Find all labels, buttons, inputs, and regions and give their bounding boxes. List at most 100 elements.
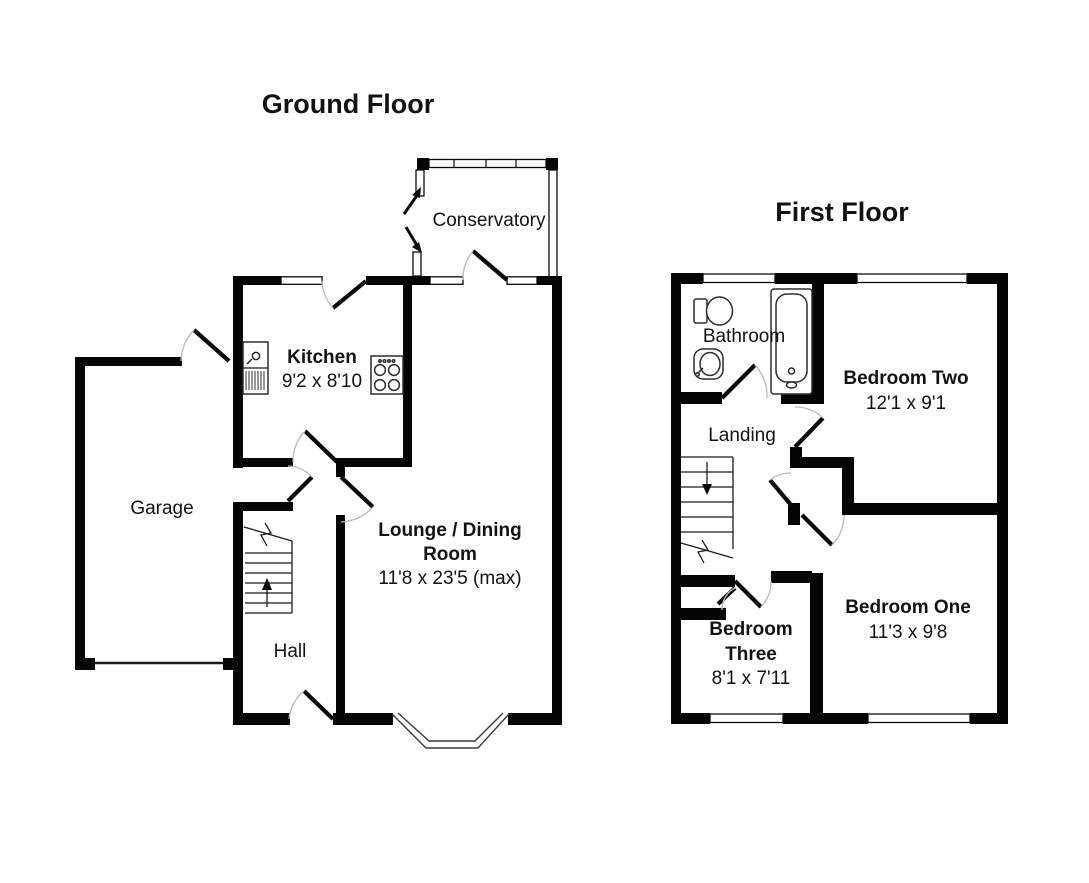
door-arc xyxy=(292,430,306,463)
room-landing: Landing xyxy=(680,425,854,564)
bed3-top-wall-right xyxy=(771,571,812,583)
bed1-bed2-divider-wall xyxy=(842,503,1008,515)
bathroom-bottom-wall-left xyxy=(671,392,722,404)
hob-knob xyxy=(386,358,392,364)
wall-right xyxy=(997,273,1008,724)
conservatory-right-window xyxy=(548,169,558,278)
door-leaf xyxy=(192,328,231,363)
garage-top-wall xyxy=(75,357,182,366)
kitchen-back-door xyxy=(321,279,368,310)
hob-burner xyxy=(373,378,387,392)
cupboard-top-wall xyxy=(790,457,854,468)
door-arc xyxy=(760,580,772,608)
bathroom-window xyxy=(702,273,776,284)
wall-left-lower xyxy=(233,502,243,725)
bedroom-one-dims: 11'3 x 9'8 xyxy=(869,622,948,643)
toilet xyxy=(693,296,734,326)
bed3-cupboard-wall xyxy=(671,608,726,620)
room-garage: Garage xyxy=(75,328,243,670)
wall-segment xyxy=(671,273,703,284)
door-arc xyxy=(340,506,374,523)
bedroom-three-window xyxy=(709,713,784,724)
door-leaf xyxy=(339,475,375,509)
basin-tap-dot xyxy=(694,371,701,378)
bay-window xyxy=(391,712,510,749)
wall-bottom-lounge-right xyxy=(508,713,562,725)
ground-stairs xyxy=(243,522,293,614)
hall-label: Hall xyxy=(274,641,307,662)
kitchen-lounge-divider xyxy=(403,285,412,467)
hob-burner xyxy=(387,378,401,392)
bedroom-three-label-line2: Three xyxy=(725,644,777,665)
wall-bottom-lounge-left xyxy=(333,713,393,725)
bedroom-one-door xyxy=(800,513,845,547)
door-arc xyxy=(288,690,305,720)
bathroom-bed2-divider xyxy=(812,273,824,403)
door-arc xyxy=(462,250,474,281)
first-floor-title: First Floor xyxy=(775,197,909,227)
door-leaf xyxy=(793,416,825,449)
door-arc xyxy=(769,472,792,481)
room-hall: Hall xyxy=(243,458,375,725)
lounge-label-line2: Room xyxy=(423,544,477,565)
door-leaf xyxy=(286,475,314,503)
door-arc xyxy=(721,587,736,611)
bed3-right-wall xyxy=(810,573,823,724)
wall-segment xyxy=(970,713,1008,724)
hob-burner xyxy=(373,363,387,377)
kitchen-hall-door xyxy=(292,429,339,464)
bathtub-tap xyxy=(787,367,796,375)
sink-drainer-lines xyxy=(245,371,265,390)
room-kitchen: Kitchen 9'2 x 8'10 xyxy=(242,279,412,467)
door-leaf xyxy=(800,513,834,547)
wall-right xyxy=(552,276,562,725)
garage-bottom-corner-left xyxy=(75,658,95,670)
wall-segment xyxy=(783,713,868,724)
break-arrowhead xyxy=(412,242,422,253)
hob-burner xyxy=(387,363,401,377)
door-leaf xyxy=(768,478,793,507)
hall-lounge-door xyxy=(339,475,375,523)
bedroom-three-door xyxy=(733,579,772,609)
hob-knob xyxy=(377,358,383,364)
stair-break-mark xyxy=(260,522,273,547)
kitchen-sink-unit xyxy=(242,341,269,395)
ground-floor-title: Ground Floor xyxy=(262,89,435,119)
conservatory-left-window-lower xyxy=(412,251,422,277)
room-bedroom-one: Bedroom One 11'3 x 9'8 xyxy=(800,503,1008,643)
bay-window-outer xyxy=(391,713,510,749)
garage-bottom-corner-right xyxy=(223,658,243,670)
kitchen-window xyxy=(280,276,323,285)
bed3-top-wall-left xyxy=(671,575,735,587)
hall-side-door xyxy=(286,465,314,503)
bathroom-door xyxy=(720,363,768,400)
door-leaf xyxy=(331,279,368,310)
kitchen-hob xyxy=(370,355,404,395)
door-arc xyxy=(321,280,334,309)
kitchen-bottom-wall-right xyxy=(337,458,412,467)
hob-knob xyxy=(382,358,387,364)
bedroom-two-window xyxy=(856,273,968,284)
side-gate-door xyxy=(180,328,231,363)
front-door xyxy=(288,689,335,721)
cupboard-right-wall xyxy=(842,468,854,503)
kitchen-label: Kitchen xyxy=(287,347,357,368)
door-leaf xyxy=(733,579,763,609)
room-bedroom-two: Bedroom Two 12'1 x 9'1 xyxy=(793,368,969,449)
wall-corner xyxy=(546,158,558,170)
sink-spout xyxy=(246,358,253,365)
door-arc xyxy=(180,329,195,362)
cupboard-bottom-post xyxy=(788,503,800,525)
room-bathroom: Bathroom xyxy=(671,273,824,404)
ground-outer-walls xyxy=(233,276,562,725)
bedroom-two-dims: 12'1 x 9'1 xyxy=(866,393,946,414)
wall-segment xyxy=(366,276,430,285)
stair-arrow-up xyxy=(262,578,272,590)
wall-segment xyxy=(537,276,562,285)
bathtub xyxy=(770,288,813,395)
door-arc xyxy=(831,514,845,546)
door-leaf xyxy=(471,249,509,282)
landing-cupboard xyxy=(768,447,854,525)
first-floor-stairs xyxy=(680,456,734,564)
conservatory-top-window xyxy=(428,158,547,169)
